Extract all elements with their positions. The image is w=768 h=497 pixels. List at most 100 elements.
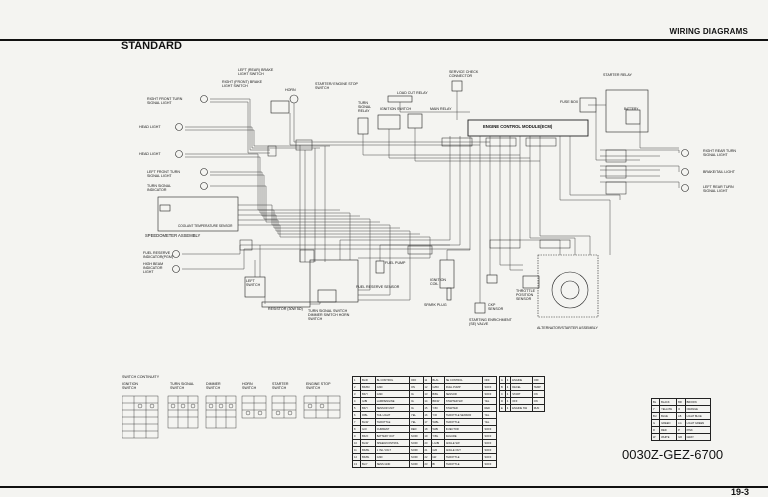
horn-icon — [289, 94, 299, 104]
throttle-sensor-box — [522, 275, 540, 289]
service-check-label: SERVICE CHECK CONNECTOR — [449, 70, 479, 78]
section-label: WIRING DIAGRAMS — [669, 27, 748, 36]
horn-symbol — [270, 100, 290, 114]
connector-pin-cell: 1 YEL VOLT — [374, 446, 411, 454]
connector-pin-cell: CURRENT — [374, 425, 411, 433]
switch-continuity-grid: IGNITION SWITCH TURN SIGNAL SWITCH DIMME… — [122, 382, 344, 442]
fuel-pump-box — [375, 260, 385, 274]
starter-relay-box — [605, 89, 649, 133]
turn-relay-label: TURN SIGNAL RELAY — [358, 101, 372, 113]
connector-pin-cell: GND — [374, 453, 411, 461]
ckp-sensor-box — [486, 274, 498, 284]
connector-pin-cell: 19 — [422, 432, 432, 440]
connector-pin-cell: 13 — [351, 460, 362, 468]
wire-color-cell: BR — [676, 398, 686, 406]
turn-relay-box — [357, 117, 369, 135]
connector-pin-cell: SOFF — [482, 432, 497, 440]
page-title: STANDARD — [121, 40, 182, 52]
wire-color-cell: BU — [650, 412, 661, 420]
connector-pin-cell: SOFF — [482, 383, 497, 391]
switch-position-cell: ON — [531, 390, 546, 398]
connector-pin-cell: SOFF — [482, 446, 497, 454]
high-beam-lamp — [172, 265, 180, 273]
connector-pin-cell: THROTTLE — [374, 418, 411, 426]
connector-pin-cell: OFF — [482, 376, 497, 384]
connector-pin-cell: Y/BL — [430, 432, 445, 440]
connector-pin-cell: BL/Y — [360, 460, 376, 468]
ckp-sensor-label: CKP SENSOR — [488, 303, 504, 311]
connector-pin-cell: 14 — [422, 397, 432, 405]
connector-pin-cell: SENSOR UNIT — [374, 404, 411, 412]
connector-pin-cell: 12 — [422, 383, 432, 391]
connector-pin-cell: BL/G — [430, 376, 445, 384]
connector-pin-cell: G/O — [360, 425, 376, 433]
connector-pin-cell: W/BL — [430, 418, 445, 426]
connector-pin-cell: THROTTLE — [443, 418, 484, 426]
connector-pin-cell: SOFF — [482, 390, 497, 398]
fuse-box-label: FUSE BOX — [560, 100, 579, 104]
battery-label: BATTERY — [624, 107, 639, 111]
connector-pin-cell: 9 — [351, 432, 362, 440]
wire-color-cell: WHITE — [659, 433, 678, 441]
connector-pin-cell: SOFF — [482, 425, 497, 433]
connector-pin-cell: THROTTLE SENSOR — [443, 411, 484, 419]
connector-pin-cell: BL CONTROL — [374, 376, 411, 384]
resistor-label: RESISTOR (30W 5Ω) — [268, 307, 303, 311]
head-light-label-1: HEAD LIGHT — [139, 125, 161, 129]
wire-color-cell: P — [676, 426, 686, 434]
connector-pin-cell: GND — [374, 383, 411, 391]
ignition-coil-label: IGNITION COIL — [430, 278, 446, 286]
connector-pin-cell: BK/O — [360, 432, 376, 440]
connector-pin-cell: ANGLE SW — [443, 439, 484, 447]
head-light-label-2: HEAD LIGHT — [139, 152, 161, 156]
connector-pin-cell: 16 — [422, 411, 432, 419]
bottom-rule — [0, 486, 768, 488]
connector-pin-cell: YEL — [409, 411, 424, 419]
fuel-reserve-lamp — [172, 250, 180, 258]
col-starter: STARTER SWITCH — [272, 382, 289, 390]
right-brake-switch-label: RIGHT (FRONT) BRAKE LIGHT SWITCH — [222, 80, 263, 88]
coolant-sensor-label: COOLANT TEMPERATURE SENSOR — [178, 224, 233, 228]
rf-turn-lamp — [200, 95, 208, 103]
wire-color-cell: YELLOW — [659, 405, 678, 413]
connector-pin-cell: RED — [482, 404, 497, 412]
connector-pin-cell: 18 — [422, 425, 432, 433]
wire-color-cell: GREEN — [659, 419, 678, 427]
col-dimmer: DIMMER SWITCH — [206, 382, 221, 390]
wire-color-cell: ORANGE — [684, 405, 712, 413]
connector-pin-cell: STARTER — [443, 404, 484, 412]
switch-continuity-title: SWITCH CONTINUITY — [122, 375, 160, 379]
handlebar-switch-box — [309, 259, 359, 303]
connector-pin-cell: SOFF — [409, 446, 424, 454]
connector-pin-cell: SOFF — [482, 453, 497, 461]
connector-pin-cell: LG/BI — [430, 439, 445, 447]
resistor-box — [261, 301, 311, 308]
wire-color-cell: GR — [676, 433, 686, 441]
connector-pin-cell: GR — [430, 453, 445, 461]
connector-pin-cell: G/BI — [360, 397, 376, 405]
switch-position-cell: OFF — [510, 397, 533, 405]
switch-position-cell: ON — [531, 397, 546, 405]
connector-pin-cell: 1 — [351, 376, 362, 384]
connector-pin-cell: 23 — [422, 460, 432, 468]
col-turn: TURN SIGNAL SWITCH — [170, 382, 195, 390]
wire-color-cell: LG — [676, 419, 686, 427]
connector-pin-cell: INJECTOR — [443, 425, 484, 433]
spark-plug-label: SPARK PLUG — [424, 303, 447, 307]
brake-tail-lamp — [681, 168, 689, 176]
connector-pin-cell: SPEED/CONTROL — [374, 439, 411, 447]
switch-position-cell: ENGINE SW — [510, 404, 533, 412]
connector-pin-cell: R/BL — [360, 411, 376, 419]
fuel-reserve-indicator-label: FUEL RESERVE INDICATOR(PGM) — [143, 251, 174, 259]
battery-box — [625, 109, 641, 125]
